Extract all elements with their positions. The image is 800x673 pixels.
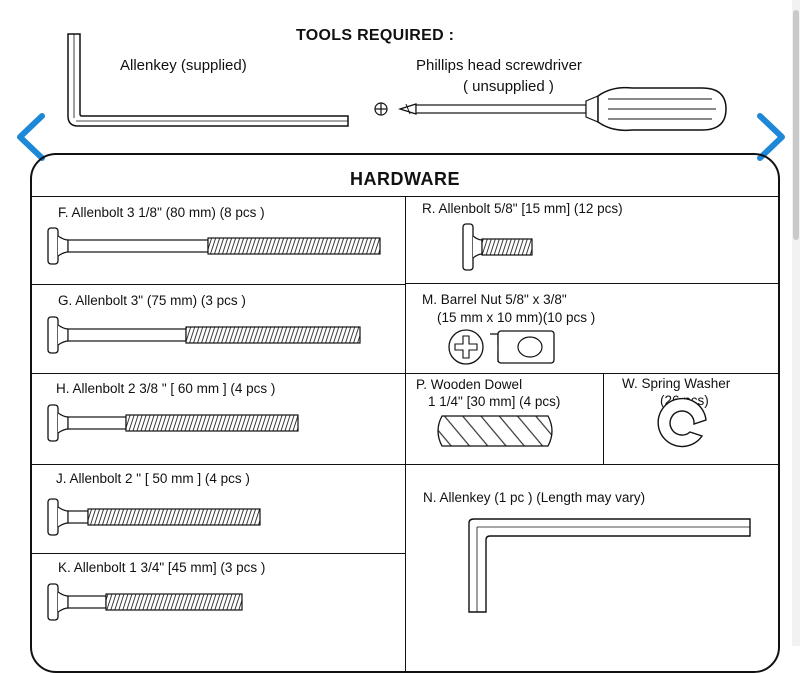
screwdriver-label: Phillips head screwdriver [416,57,582,74]
part-m-label-line1: M. Barrel Nut 5/8" x 3/8" [422,292,567,307]
phillips-screwdriver-illustration [374,86,727,132]
allenkey-tool-illustration [67,33,349,127]
part-r-label: R. Allenbolt 5/8" [15 mm] (12 pcs) [422,201,623,216]
part-p-label-line2: 1 1/4" [30 mm] (4 pcs) [428,394,561,409]
divider [32,464,405,465]
part-m-label-line2: (15 mm x 10 mm)(10 pcs ) [437,310,596,325]
hardware-panel: HARDWARE F. Allenbolt 3 1/8" (80 mm) (8 … [30,153,780,673]
dowel-p-illustration [437,415,553,447]
part-g-label: G. Allenbolt 3" (75 mm) (3 pcs ) [58,293,246,308]
part-k-label: K. Allenbolt 1 3/4" [45 mm] (3 pcs ) [58,560,266,575]
part-p-label-line1: P. Wooden Dowel [416,377,523,392]
bolt-r-illustration [462,223,533,271]
barrel-nut-m-illustration [448,329,555,365]
screwdriver-note: ( unsupplied ) [463,78,554,95]
divider [32,284,405,285]
bolt-j-illustration [47,498,261,536]
chevron-left-icon [17,113,45,161]
allenkey-n-illustration [468,518,751,613]
scrollbar-thumb[interactable] [793,10,799,240]
scrollbar-track[interactable] [792,0,800,646]
divider [405,464,778,465]
hardware-title: HARDWARE [350,169,460,189]
bolt-k-illustration [47,583,243,621]
part-h-label: H. Allenbolt 2 3/8 " [ 60 mm ] (4 pcs ) [56,381,276,396]
part-j-label: J. Allenbolt 2 " [ 50 mm ] (4 pcs ) [56,471,250,486]
previous-page-button[interactable] [10,112,50,162]
bolt-f-illustration [47,227,381,265]
part-n-label: N. Allenkey (1 pc ) (Length may vary) [423,490,646,505]
bolt-h-illustration [47,404,299,442]
divider [603,373,604,464]
divider [405,283,778,284]
tools-required-title: TOOLS REQUIRED : [296,27,455,44]
divider [405,196,406,671]
part-w-label-line1: W. Spring Washer [622,376,731,391]
allenkey-supplied-label: Allenkey (supplied) [120,57,247,74]
chevron-right-icon [757,113,785,161]
divider [32,553,405,554]
part-f-label: F. Allenbolt 3 1/8" (80 mm) (8 pcs ) [58,205,265,220]
hardware-drawings [47,223,751,621]
next-page-button[interactable] [752,112,792,162]
bolt-g-illustration [47,316,361,354]
divider [32,373,778,374]
spring-washer-w-illustration [657,397,707,448]
